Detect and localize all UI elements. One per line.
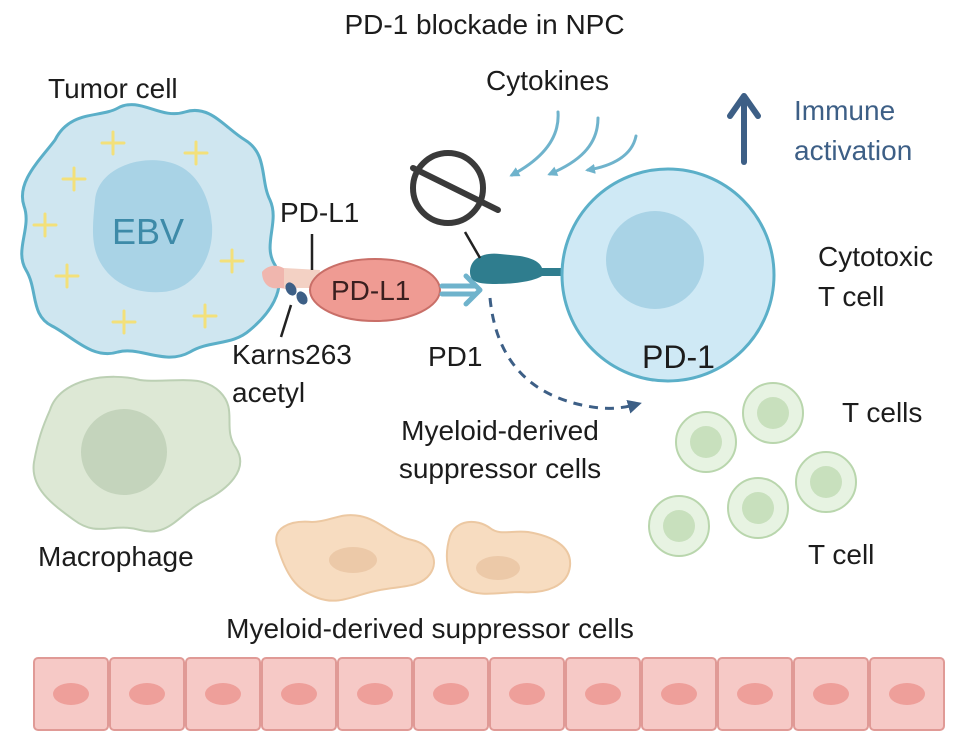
- epithelial-cell: [489, 657, 565, 731]
- sparkle-icon: [219, 248, 245, 274]
- macrophage-nucleus: [81, 409, 167, 495]
- pdl1-ligand-label: PD-L1: [331, 275, 411, 306]
- sparkle-icon: [111, 309, 137, 335]
- epithelial-cell: [793, 657, 869, 731]
- t-cell: [675, 411, 737, 473]
- epithelial-cell: [413, 657, 489, 731]
- epithelial-cell: [33, 657, 109, 731]
- epithelial-cell: [565, 657, 641, 731]
- sparkle-icon: [32, 212, 58, 238]
- tumor-nucleus: [92, 160, 213, 293]
- dashed-arrow: [488, 297, 642, 414]
- sparkle-group: [32, 130, 245, 335]
- epithelial-cell: [261, 657, 337, 731]
- mdsc-bottom-label: Myeloid-derived suppressor cells: [226, 613, 634, 644]
- pd1-receptor-label: PD1: [428, 341, 483, 372]
- ebv-label: EBV: [112, 211, 185, 252]
- cytokine-arrows: [509, 110, 638, 177]
- sparkle-icon: [54, 263, 80, 289]
- sparkle-icon: [61, 166, 87, 192]
- acetyl-label: acetyl: [232, 377, 306, 408]
- cytotoxic-label-line1: Cytotoxic: [818, 241, 934, 272]
- immune-activation-line1: Immune: [794, 95, 896, 126]
- tumor-cell: [20, 103, 281, 359]
- mdsc-cell: [275, 514, 435, 602]
- sparkle-icon: [100, 130, 126, 156]
- t-cell-label: T cell: [808, 539, 875, 570]
- diagram-title: PD-1 blockade in NPC: [344, 9, 625, 40]
- cytotoxic-label-line2: T cell: [818, 281, 885, 312]
- tumor-cell-label: Tumor cell: [48, 73, 178, 104]
- t-cells-label: T cells: [842, 397, 923, 428]
- pd1-cell-label: PD-1: [642, 339, 715, 375]
- pd1-binding-chevron: [439, 273, 483, 307]
- epithelial-cell: [717, 657, 793, 731]
- epithelial-cell: [109, 657, 185, 731]
- t-cell: [648, 495, 710, 557]
- blocked-icon: [410, 150, 501, 259]
- pd1-receptor: [470, 253, 572, 284]
- up-arrow-icon: [727, 93, 761, 165]
- epithelial-cell: [337, 657, 413, 731]
- pdl1-top-label: PD-L1: [280, 197, 360, 228]
- cytokine-arrow: [509, 110, 560, 177]
- karns263-label: Karns263: [232, 339, 352, 370]
- cytokine-arrow: [585, 134, 638, 174]
- t-cell: [795, 451, 857, 513]
- macrophage-cell: [32, 375, 242, 533]
- mdsc-mid-label-line2: suppressor cells: [398, 453, 602, 484]
- epithelial-cell: [869, 657, 945, 731]
- cytokines-label: Cytokines: [486, 65, 609, 96]
- t-cell-group: [648, 382, 857, 557]
- mdsc-cell: [445, 520, 572, 595]
- pdl1-ligand: [309, 258, 441, 322]
- acetyl-icon: [279, 282, 308, 338]
- t-cell: [742, 382, 804, 444]
- epithelial-cell: [185, 657, 261, 731]
- epithelium-layer: [33, 657, 945, 731]
- cytokine-arrow: [547, 116, 600, 176]
- sparkle-icon: [183, 140, 209, 166]
- cytotoxic-t-cell-nucleus: [606, 211, 704, 309]
- epithelial-cell: [641, 657, 717, 731]
- sparkle-icon: [192, 303, 218, 329]
- t-cell: [727, 477, 789, 539]
- macrophage-label: Macrophage: [38, 541, 194, 572]
- mdsc-mid-label-line1: Myeloid-derived: [401, 415, 599, 446]
- cytotoxic-t-cell: [560, 167, 776, 383]
- immune-activation-line2: activation: [794, 135, 913, 166]
